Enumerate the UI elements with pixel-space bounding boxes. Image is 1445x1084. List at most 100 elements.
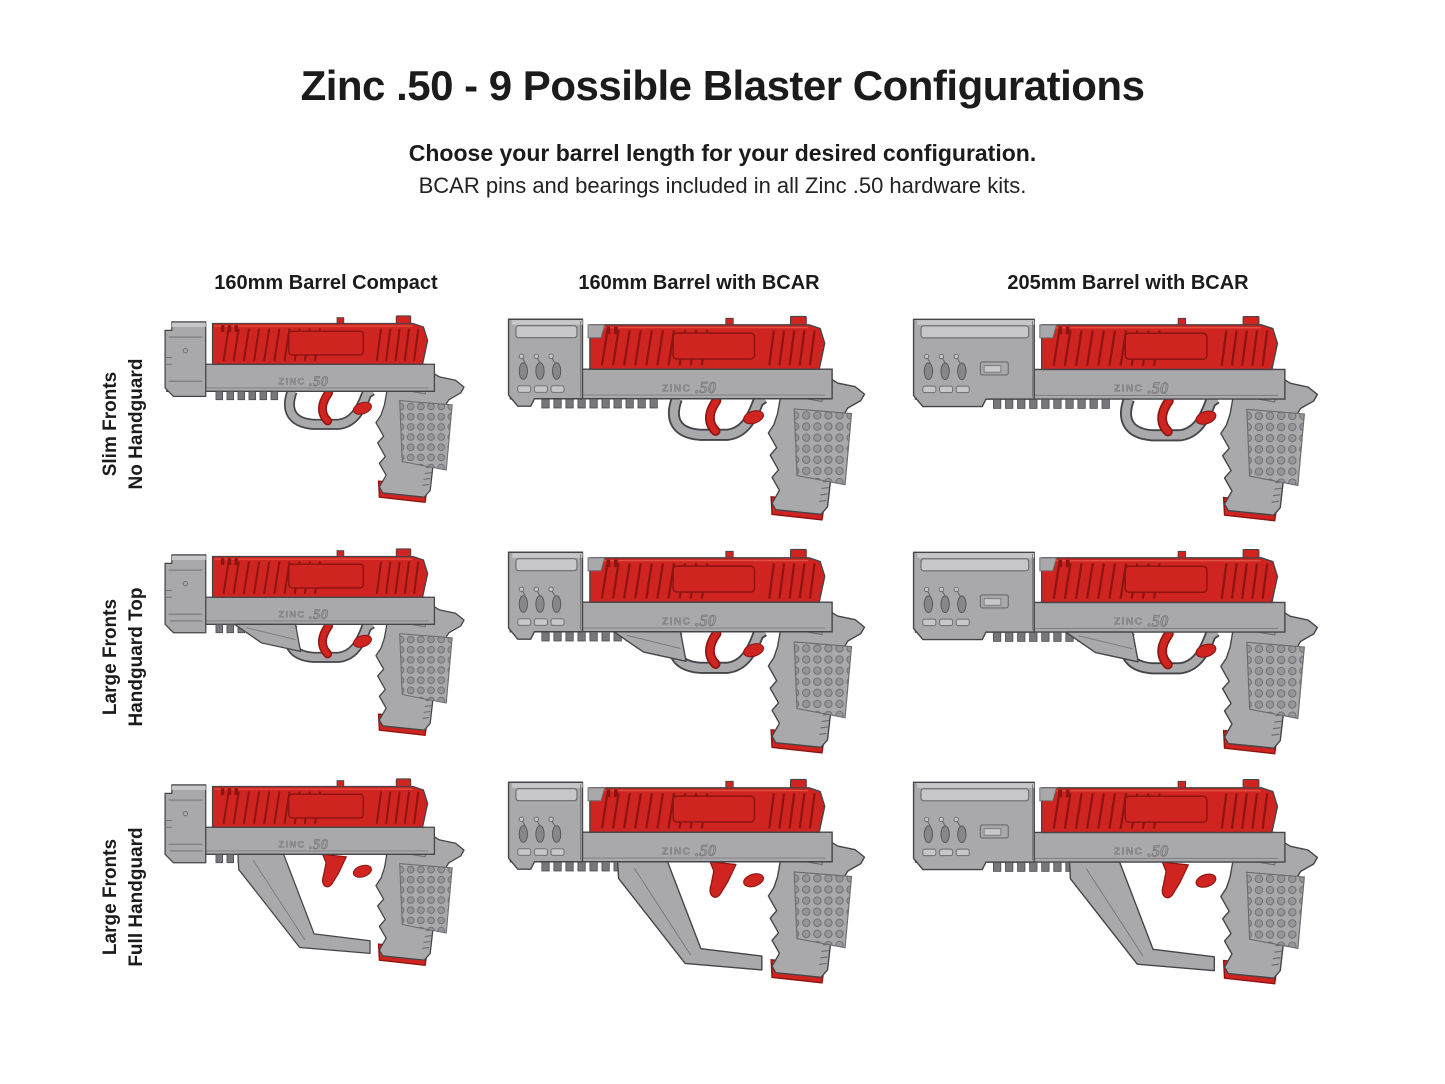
blaster-render: ZINC .50: [912, 778, 1319, 985]
grip-texture-main: [793, 408, 853, 486]
bcar-vent-oval: [518, 362, 528, 380]
row-label-handguard-top: Large Fronts Handguard Top: [84, 542, 164, 772]
front-sight: [725, 780, 734, 789]
slide: [1039, 315, 1279, 371]
grip-texture-main: [793, 641, 853, 719]
front-sight: [1177, 550, 1187, 559]
config-cell-r3c2: ZINC.50: [503, 773, 895, 1021]
slide-brand-text: ZINC: [279, 610, 306, 620]
row-label-full-handguard: Large Fronts Full Handguard: [84, 782, 164, 1012]
bcar-vent-oval: [923, 595, 934, 614]
slide-caliber-text: .50: [695, 378, 716, 397]
front-sight: [1177, 780, 1187, 789]
front-block: [164, 321, 207, 398]
row-label-line2: Full Handguard: [126, 827, 147, 967]
front-sight: [1177, 317, 1187, 326]
frame: ZINC.50: [509, 601, 833, 633]
bcar-vent-slot: [550, 618, 565, 626]
bcar-vent-slot: [517, 848, 532, 856]
config-cell-r3c3: ZINC .50: [908, 773, 1348, 1021]
front-block: [912, 318, 1035, 408]
handguard-top: [233, 623, 302, 653]
bcar-vent-slot: [939, 848, 954, 857]
bcar-vent-oval: [957, 362, 967, 381]
bcar-vent-oval: [923, 362, 934, 381]
blaster-render: ZINC.50: [507, 315, 866, 521]
rear-sight: [789, 315, 807, 326]
rear-sight: [395, 315, 412, 325]
slide-brand-text: ZINC: [1114, 847, 1143, 858]
bcar-vent-slot: [533, 618, 548, 626]
slide: [211, 778, 429, 828]
trigger: [1158, 397, 1173, 435]
bcar-vent-oval: [923, 825, 934, 844]
bcar-top-slot: [515, 325, 578, 339]
slide-brand-text: ZINC: [279, 377, 306, 387]
bcar-vent-oval: [940, 362, 950, 381]
ejection-port-panel: [672, 565, 756, 593]
handguard-top: [1065, 631, 1139, 663]
ejection-port-panel: [672, 332, 756, 360]
slide: [587, 548, 826, 603]
ejection-port-panel: [1124, 332, 1208, 360]
grip-texture-main: [1246, 408, 1305, 487]
rail: [215, 390, 279, 401]
slide-brand-text: ZINC: [1114, 384, 1143, 395]
front-sight: [725, 317, 734, 326]
front-block: [164, 554, 207, 634]
bcar-vent-oval: [940, 825, 950, 844]
bcar-vent-slot: [533, 848, 548, 856]
trigger: [1158, 630, 1173, 668]
ejection-port-panel: [288, 330, 364, 356]
handguard-full: [1068, 861, 1216, 972]
bcar-top-slot: [515, 558, 578, 572]
trigger-guard: [322, 853, 347, 888]
front-sight: [336, 550, 345, 557]
bcar-vent-slot: [922, 385, 937, 394]
subtitle: BCAR pins and bearings included in all Z…: [418, 173, 1027, 198]
rail: [993, 398, 1110, 409]
config-cell-r2c2: ZINC.50: [503, 543, 895, 771]
bcar-vent-slot: [517, 385, 532, 393]
mag-release-nub: [352, 401, 372, 415]
slide: [1039, 778, 1279, 834]
blaster-render: ZINC.50: [912, 315, 1319, 522]
slide-brand-text: ZINC: [662, 616, 691, 627]
slide: [211, 548, 429, 598]
bcar-vent-slot: [955, 618, 970, 627]
front-screw: [182, 811, 189, 817]
row-label-line2: Handguard Top: [126, 587, 147, 727]
front-screw: [182, 581, 189, 587]
row-label-line1: Slim Fronts: [100, 371, 122, 477]
front-block: [507, 551, 584, 640]
column-header-205mm-bcar: 205mm Barrel with BCAR: [1007, 272, 1249, 294]
bcar-top-slot: [920, 788, 1030, 802]
bcar-vent-slot: [550, 848, 565, 856]
handguard-top: [613, 631, 687, 663]
slide-caliber-text: .50: [1147, 842, 1169, 861]
grip-texture-main: [399, 633, 453, 704]
ejection-port-panel: [288, 793, 364, 819]
bcar-vent-oval: [535, 595, 545, 613]
slide-brand-text: ZINC: [662, 846, 691, 857]
trigger-guard: [709, 861, 737, 898]
bcar-vent-slot: [939, 385, 954, 394]
grip-texture-main: [399, 400, 453, 471]
bcar-vent-slot: [955, 848, 970, 857]
config-cell-r1c3: ZINC.50: [908, 310, 1348, 538]
ejection-port-panel: [1124, 565, 1208, 593]
mag-release-nub: [1195, 873, 1217, 888]
blaster-render: ZINC.50: [507, 778, 866, 984]
grip-texture-main: [793, 871, 853, 949]
trigger: [319, 623, 332, 657]
slide-brand-text: ZINC: [279, 840, 306, 850]
bcar-vent-oval: [518, 825, 528, 843]
trigger: [706, 397, 720, 435]
slide: [211, 315, 429, 365]
trigger: [1161, 861, 1189, 899]
front-block: [507, 318, 584, 407]
frame: ZINC.50: [166, 826, 436, 855]
frame: ZINC.50: [166, 596, 436, 625]
front-sight: [336, 317, 345, 324]
blaster-render: ZINC.50: [164, 778, 465, 966]
